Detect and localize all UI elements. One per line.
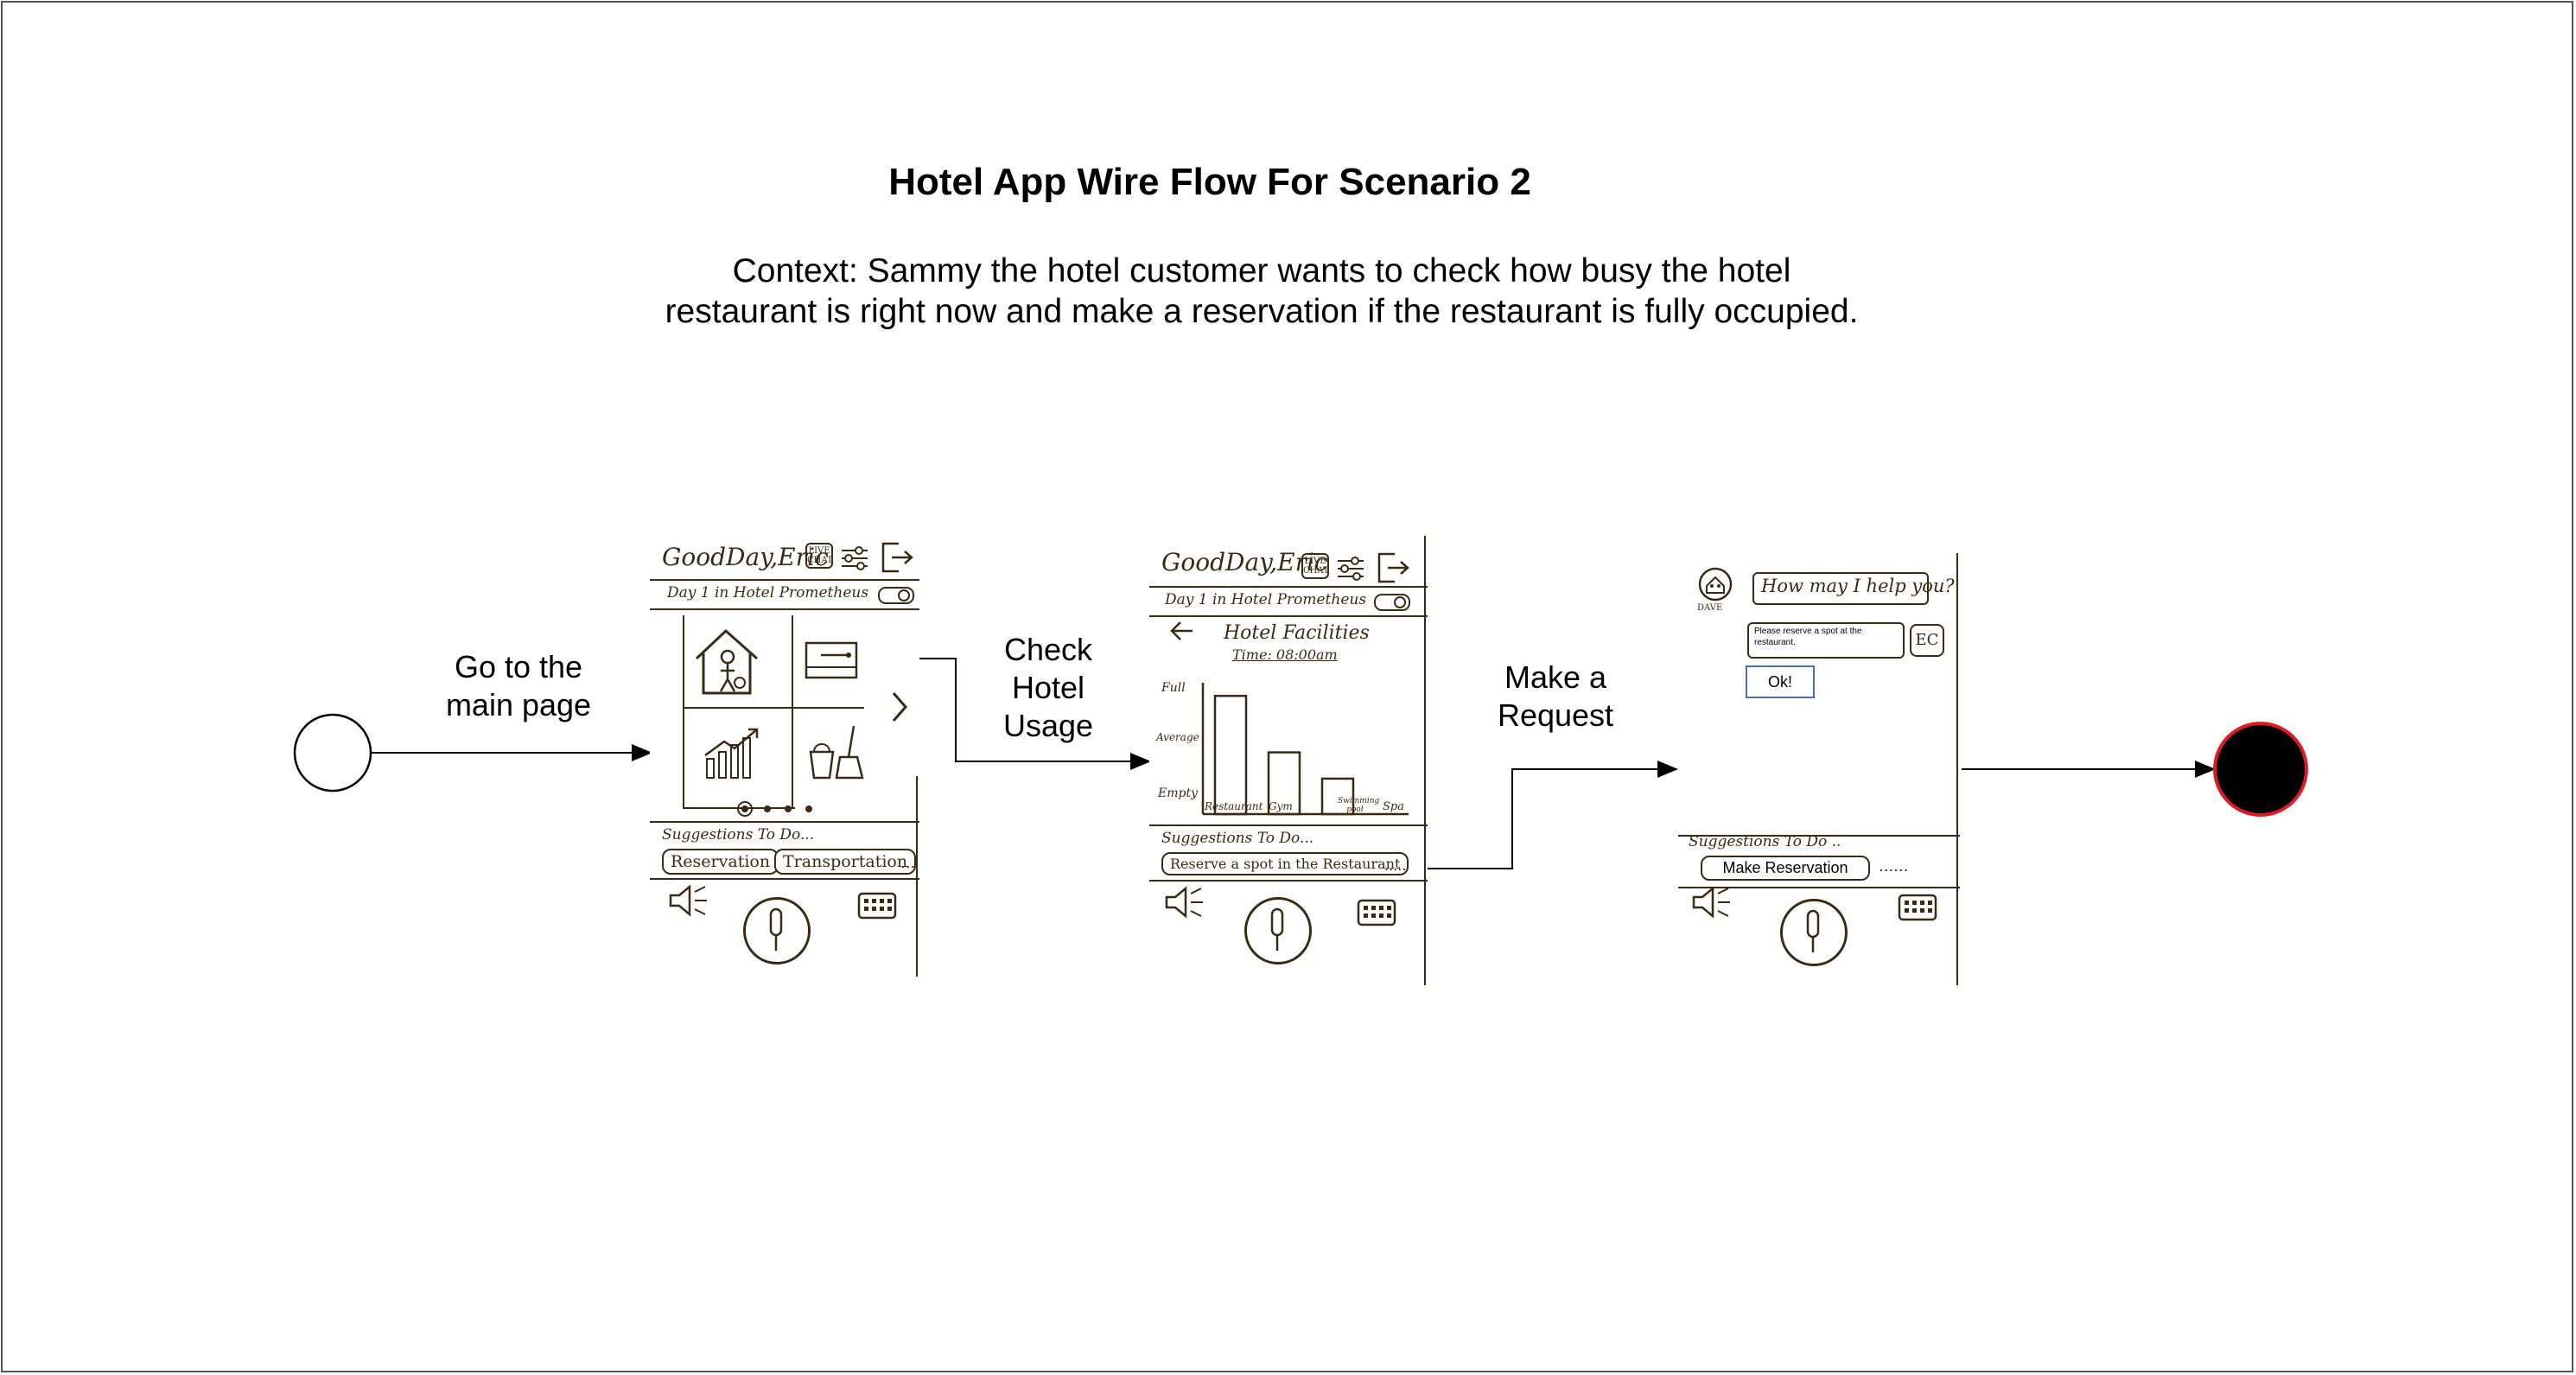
day-line: Day 1 in Hotel Prometheus: [1165, 591, 1367, 608]
toggle-icon[interactable]: [1374, 593, 1410, 612]
chart-bar-swimming-pool: [1320, 777, 1355, 816]
microphone-icon: [769, 907, 783, 951]
header-divider: [1149, 586, 1428, 588]
make-reservation-chip[interactable]: Make Reservation: [1701, 856, 1870, 881]
bot-avatar-icon: [1698, 567, 1733, 602]
microphone-button[interactable]: [1780, 899, 1848, 966]
screen-right-edge: [1956, 553, 1958, 985]
y-label-empty: Empty: [1158, 786, 1198, 800]
user-avatar: EC: [1910, 624, 1944, 657]
ok-reply-bubble: Ok!: [1746, 665, 1815, 698]
settings-sliders-icon[interactable]: [1336, 555, 1365, 581]
back-arrow-icon[interactable]: [1168, 621, 1194, 641]
reserve-restaurant-chip[interactable]: Reserve a spot in the Restaurant: [1161, 852, 1409, 875]
subheader-divider: [650, 608, 919, 610]
room-card-icon[interactable]: [804, 638, 861, 683]
transportation-chip[interactable]: Transportation: [774, 849, 917, 875]
wireframe-make-request: DAVE How may I help you? Please reserve …: [1678, 553, 1960, 985]
usage-chart: [1201, 683, 1409, 816]
more-suggestions: ......: [1879, 857, 1909, 875]
toggle-icon[interactable]: [878, 586, 914, 605]
x-label-spa: Spa: [1383, 800, 1404, 813]
greeting-text: GoodDay,Eric: [662, 543, 829, 571]
context-text: Context: Sammy the hotel customer wants …: [639, 251, 1884, 332]
suggestions-label: Suggestions To Do ..: [1689, 833, 1841, 850]
housekeeping-icon[interactable]: [691, 626, 762, 698]
logout-icon[interactable]: [1376, 551, 1410, 584]
live-chat-button[interactable]: LIVE CHAT: [1301, 553, 1329, 579]
more-suggestions: .....: [1384, 857, 1407, 874]
bot-prompt: How may I help you?: [1761, 576, 1955, 596]
time-label: Time: 08:00am: [1232, 646, 1338, 663]
microphone-button[interactable]: [743, 897, 811, 964]
chart-bar-restaurant: [1213, 694, 1248, 816]
x-label-swimming-pool: Swimming pool: [1338, 797, 1380, 814]
reservation-chip[interactable]: Reservation: [662, 849, 779, 875]
suggestions-divider: [1149, 824, 1428, 826]
header-divider: [650, 579, 919, 581]
suggestions-divider: [650, 821, 919, 823]
suggestions-label: Suggestions To Do...: [1161, 830, 1314, 847]
more-suggestions: ...: [900, 854, 916, 872]
facilities-heading: Hotel Facilities: [1224, 622, 1370, 644]
carousel-dots[interactable]: [736, 800, 819, 818]
screen-right-edge: [1424, 536, 1426, 985]
logout-icon[interactable]: [880, 541, 914, 574]
wireframe-hotel-usage: GoodDay,Eric LIVE CHAT Day 1 in Hotel Pr…: [1149, 536, 1428, 985]
bot-name: DAVE: [1697, 603, 1723, 613]
speaker-icon[interactable]: [667, 883, 709, 918]
grid-left-border: [683, 615, 684, 807]
start-node: [293, 713, 372, 793]
subheader-divider: [1149, 615, 1428, 617]
bottom-bar-divider: [650, 878, 919, 880]
bottom-bar-divider: [1678, 887, 1960, 888]
step-label-check-usage: Check Hotel Usage: [1002, 632, 1094, 743]
speaker-icon[interactable]: [1163, 885, 1205, 920]
microphone-icon: [1806, 909, 1820, 952]
end-node: [2213, 722, 2308, 817]
user-message: Please reserve a spot at the restaurant.: [1754, 627, 1862, 647]
screen-right-edge: [916, 776, 918, 977]
chevron-right-icon[interactable]: [890, 690, 909, 724]
context-line-1: Context: Sammy the hotel customer wants …: [732, 252, 1791, 290]
grid-middle-line: [792, 615, 793, 807]
live-chat-button[interactable]: LIVE CHAT: [805, 543, 833, 569]
x-label-gym: Gym: [1269, 800, 1293, 812]
step-label-main-page: Go to the main page: [445, 649, 592, 723]
chart-bar-gym: [1267, 751, 1301, 816]
suggestions-divider: [1678, 835, 1960, 837]
user-message-bubble: [1747, 622, 1905, 659]
bot-message-bubble: [1752, 572, 1929, 605]
keyboard-icon[interactable]: [1898, 894, 1937, 921]
connector-usage-to-request: [1367, 761, 1678, 869]
settings-sliders-icon[interactable]: [840, 544, 869, 570]
bottom-bar-divider: [1149, 880, 1428, 882]
x-label-restaurant: Restaurant: [1205, 800, 1263, 812]
growth-chart-icon[interactable]: [702, 726, 762, 781]
y-label-average: Average: [1156, 731, 1199, 743]
context-line-2: restaurant is right now and make a reser…: [665, 293, 1859, 330]
grid-center-line: [683, 707, 864, 709]
keyboard-icon[interactable]: [857, 892, 897, 920]
y-label-full: Full: [1161, 681, 1186, 695]
speaker-icon[interactable]: [1690, 885, 1732, 920]
day-line: Day 1 in Hotel Prometheus: [667, 584, 869, 602]
cleaning-icon[interactable]: [805, 723, 866, 783]
microphone-button[interactable]: [1244, 897, 1312, 964]
suggestions-label: Suggestions To Do...: [662, 826, 815, 843]
step-label-make-request: Make a Request: [1497, 659, 1614, 733]
greeting-text: GoodDay,Eric: [1161, 548, 1328, 576]
diagram-title: Hotel App Wire Flow For Scenario 2: [888, 161, 1531, 203]
keyboard-icon[interactable]: [1357, 899, 1396, 926]
wireframe-main-page: GoodDay,Eric LIVE CHAT Day 1 in Hotel Pr…: [650, 534, 919, 977]
microphone-icon: [1270, 907, 1284, 951]
